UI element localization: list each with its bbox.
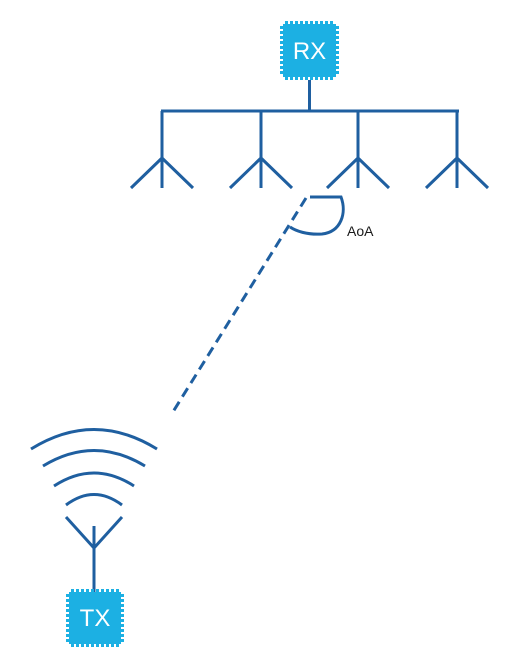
antenna-element-4 <box>424 111 490 190</box>
tx-antenna-icon <box>64 515 124 592</box>
rx-chip-pins <box>280 21 339 80</box>
aoa-label: AoA <box>347 223 374 239</box>
antenna-element-2 <box>228 111 294 190</box>
antenna-element-3 <box>325 111 391 190</box>
tx-chip-body <box>69 592 121 644</box>
radio-waves-icon <box>30 428 158 507</box>
aoa-arc <box>289 195 345 236</box>
tx-chip: TX <box>66 589 124 647</box>
antenna-element-1 <box>129 111 195 190</box>
rx-chip-body <box>283 24 336 77</box>
tx-chip-pins <box>66 589 124 647</box>
rx-chip: RX <box>280 21 339 80</box>
tx-label: TX <box>80 605 111 632</box>
aoa-indicator: AoA <box>289 195 374 239</box>
antenna-array-feed <box>161 80 459 113</box>
rx-label: RX <box>293 38 326 65</box>
signal-path-dashed <box>169 197 308 416</box>
